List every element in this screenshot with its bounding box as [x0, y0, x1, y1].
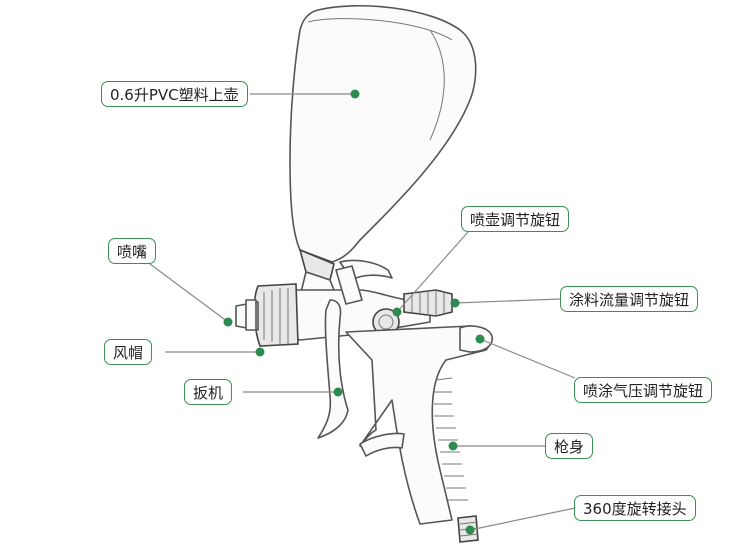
callout-dot-air-cap: [255, 347, 265, 357]
callout-dot-fluid-knob: [450, 298, 460, 308]
callout-dot-swivel: [465, 525, 475, 535]
trigger: [317, 299, 349, 439]
air-cap: [253, 283, 299, 347]
label-air-cap: 风帽: [104, 339, 153, 365]
label-trigger: 扳机: [184, 379, 233, 405]
label-nozzle: 喷嘴: [108, 238, 157, 264]
callout-dot-cup-knob: [392, 307, 402, 317]
paint-cup: [289, 4, 477, 263]
label-gun-body: 枪身: [545, 433, 594, 459]
callout-dot-body: [448, 441, 458, 451]
callout-dot-air-knob: [475, 334, 485, 344]
callout-dot-cup: [350, 89, 360, 99]
label-cup: 0.6升PVC塑料上壶: [101, 81, 248, 107]
label-cup-adjust-knob: 喷壶调节旋钮: [461, 206, 570, 232]
gun-handle: [345, 325, 491, 525]
callout-dot-nozzle: [223, 317, 233, 327]
callout-dot-trigger: [333, 387, 343, 397]
label-air-pressure-knob: 喷涂气压调节旋钮: [574, 377, 713, 403]
label-swivel-connector: 360度旋转接头: [574, 495, 696, 521]
label-fluid-flow-knob: 涂料流量调节旋钮: [560, 286, 699, 312]
trigger-top: [335, 265, 363, 305]
